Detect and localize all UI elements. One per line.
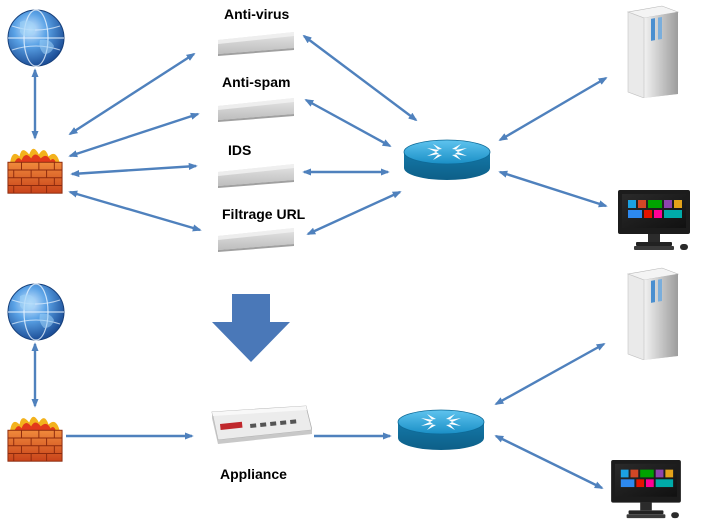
arrow-router-computer-bottom bbox=[494, 434, 604, 490]
top-connections bbox=[31, 34, 608, 236]
appliance-icon bbox=[211, 405, 312, 444]
slab-url-filter bbox=[218, 228, 294, 252]
router-icon bbox=[403, 139, 491, 181]
label-appliance: Appliance bbox=[220, 466, 287, 482]
label-antivirus: Anti-virus bbox=[224, 6, 290, 22]
label-antispam: Anti-spam bbox=[222, 74, 291, 90]
label-url-filter: Filtrage URL bbox=[222, 206, 306, 222]
label-ids: IDS bbox=[228, 142, 252, 158]
arrow-router-server bbox=[498, 76, 608, 142]
router-icon bbox=[397, 409, 485, 451]
slab-antivirus bbox=[218, 32, 294, 56]
arrow-antispam-router bbox=[304, 98, 392, 148]
server-icon bbox=[627, 5, 679, 98]
arrow-antivirus-router bbox=[302, 34, 418, 122]
arrow-firewall-url bbox=[68, 190, 202, 232]
arrow-router-server-bottom bbox=[494, 342, 606, 406]
arrow-firewall-ids bbox=[70, 162, 198, 178]
server-icon bbox=[627, 267, 679, 360]
computer-icon bbox=[611, 459, 681, 519]
arrow-url-router bbox=[306, 190, 402, 236]
computer-icon bbox=[618, 190, 690, 250]
firewall-icon bbox=[7, 416, 63, 462]
bottom-connections bbox=[31, 342, 606, 490]
firewall-icon bbox=[7, 148, 63, 194]
globe-icon bbox=[7, 283, 65, 341]
globe-icon bbox=[7, 9, 65, 67]
slab-antispam bbox=[218, 98, 294, 122]
arrow-firewall-antispam bbox=[68, 112, 200, 158]
arrow-router-computer bbox=[498, 170, 608, 208]
down-arrow-icon bbox=[212, 294, 290, 362]
slab-ids bbox=[218, 164, 294, 188]
